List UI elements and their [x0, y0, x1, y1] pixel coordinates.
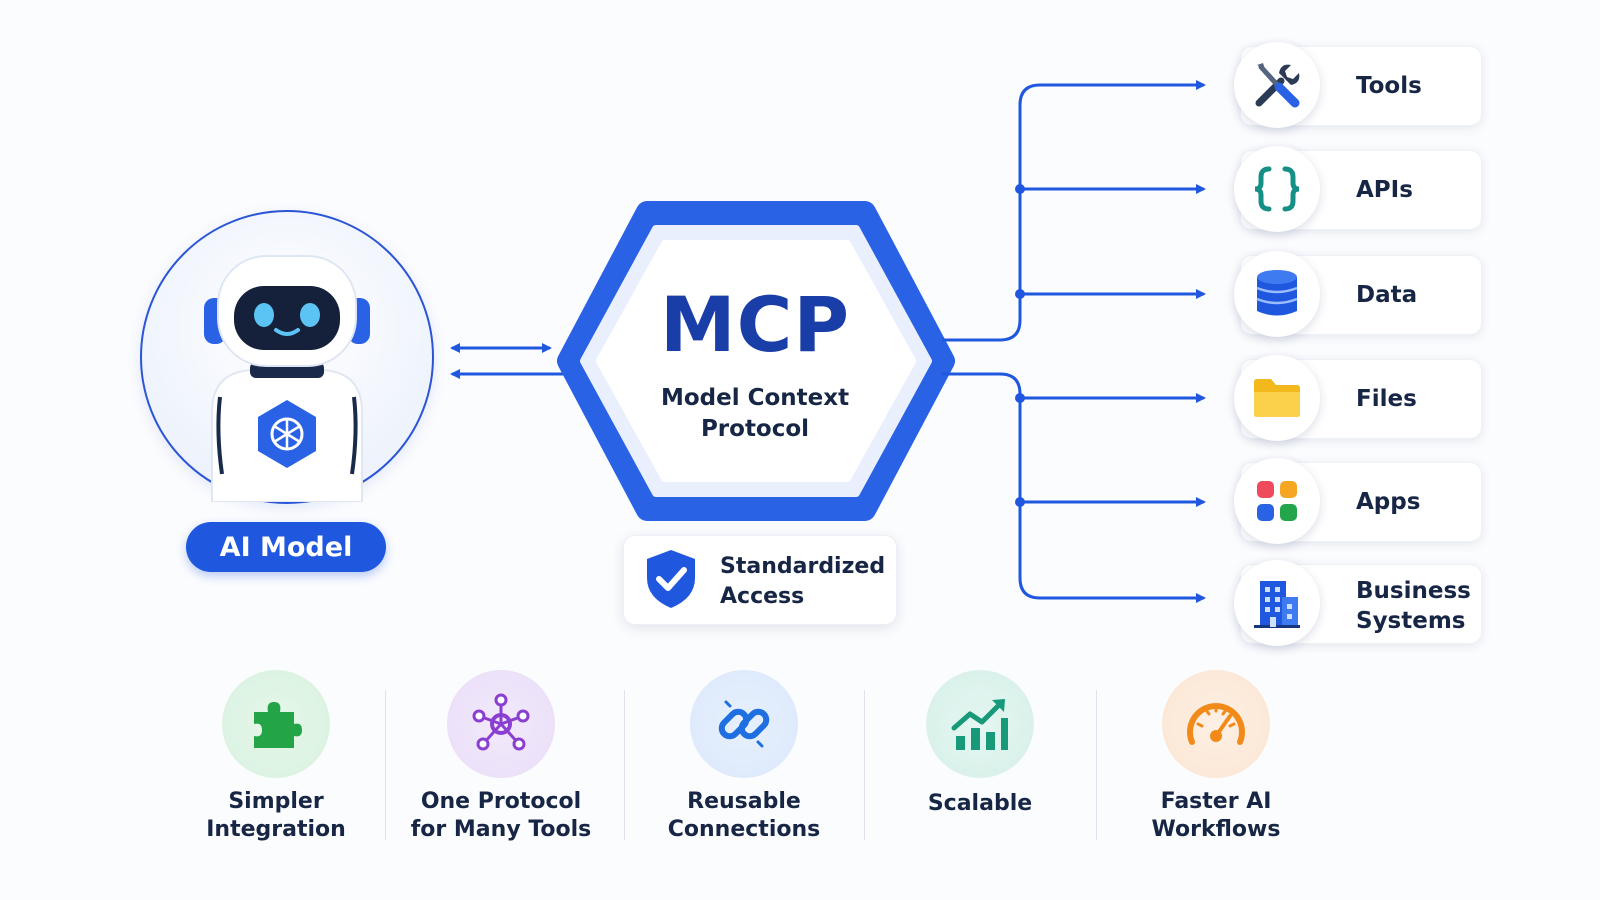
benefit-simpler-integration: Simpler Integration — [176, 670, 376, 860]
wrench-screwdriver-icon — [1255, 63, 1300, 108]
mcp-hexagon-inner — [596, 240, 916, 482]
resource-icon-tools — [1234, 42, 1320, 128]
benefit-faster-ai-workflows: Faster AI Workflows — [1116, 670, 1316, 860]
benefit-label: Simpler Integration — [176, 788, 376, 844]
benefit-icon-circle — [690, 670, 798, 778]
link-icon — [718, 700, 770, 748]
resource-icon-data — [1234, 251, 1320, 337]
benefit-scalable: Scalable — [880, 670, 1080, 860]
app-grid-icon — [1257, 481, 1297, 521]
benefit-label: Scalable — [880, 790, 1080, 818]
resource-icon-apps — [1234, 458, 1320, 544]
benefit-line1: One Protocol — [420, 789, 582, 814]
benefit-label: Reusable Connections — [644, 788, 844, 844]
benefit-line2: Connections — [667, 817, 821, 842]
benefit-line2: Workflows — [1151, 817, 1281, 842]
resource-label-business-systems: Business Systems — [1356, 576, 1476, 636]
mcp-subtitle-line1: Model Context — [660, 385, 850, 411]
standardized-access-label: Standardized Access — [720, 552, 890, 612]
ai-model-circle — [140, 210, 434, 504]
benefit-divider — [864, 690, 865, 840]
benefit-line2: for Many Tools — [410, 817, 592, 842]
benefit-label: One Protocol for Many Tools — [401, 788, 601, 844]
benefit-icon-circle — [447, 670, 555, 778]
mcp-to-tree-upper — [942, 80, 1206, 342]
benefit-line1: Scalable — [927, 791, 1033, 816]
benefit-divider — [1096, 690, 1097, 840]
database-icon — [1256, 270, 1298, 316]
junction-dot — [1015, 184, 1025, 194]
speedometer-icon — [1187, 703, 1245, 745]
resource-label-apis: APIs — [1356, 177, 1413, 203]
curly-braces-icon — [1254, 166, 1300, 212]
benefit-divider — [385, 690, 386, 840]
mcp-subtitle: Model Context Protocol — [630, 383, 880, 445]
benefit-icon-circle — [1162, 670, 1270, 778]
benefit-icon-circle — [222, 670, 330, 778]
network-hub-icon — [472, 693, 530, 751]
business-systems-line2: Systems — [1356, 608, 1466, 634]
resource-label-data: Data — [1356, 282, 1418, 308]
building-icon — [1254, 581, 1300, 628]
junction-dot — [1015, 393, 1025, 403]
mcp-title: MCP — [659, 280, 851, 369]
resource-icon-apis — [1234, 146, 1320, 232]
access-line1: Standardized — [720, 554, 886, 579]
benefit-line2: Integration — [206, 817, 346, 842]
benefit-icon-circle — [926, 670, 1034, 778]
benefit-one-protocol: One Protocol for Many Tools — [401, 670, 601, 860]
junction-dot — [1015, 289, 1025, 299]
resource-icon-business-systems — [1234, 560, 1320, 646]
benefit-divider — [624, 690, 625, 840]
benefit-line1: Faster AI — [1160, 789, 1272, 814]
benefit-line1: Reusable — [687, 789, 801, 814]
ai-model-label: AI Model — [186, 522, 386, 572]
resource-label-tools: Tools — [1356, 73, 1422, 99]
access-line2: Access — [720, 584, 805, 609]
benefit-reusable-connections: Reusable Connections — [644, 670, 844, 860]
resource-label-files: Files — [1356, 386, 1417, 412]
resource-icon-files — [1234, 355, 1320, 441]
growth-chart-icon — [951, 699, 1008, 750]
shield-check-icon — [647, 550, 695, 608]
mcp-to-tree-lower — [942, 372, 1206, 603]
puzzle-icon — [254, 702, 302, 748]
benefit-label: Faster AI Workflows — [1116, 788, 1316, 844]
resource-label-apps: Apps — [1356, 489, 1421, 515]
benefit-line1: Simpler — [228, 789, 324, 814]
folder-icon — [1254, 379, 1300, 417]
robot-icon — [204, 255, 370, 503]
mcp-subtitle-line2: Protocol — [700, 416, 810, 442]
business-systems-line1: Business — [1356, 578, 1471, 604]
junction-dot — [1015, 497, 1025, 507]
